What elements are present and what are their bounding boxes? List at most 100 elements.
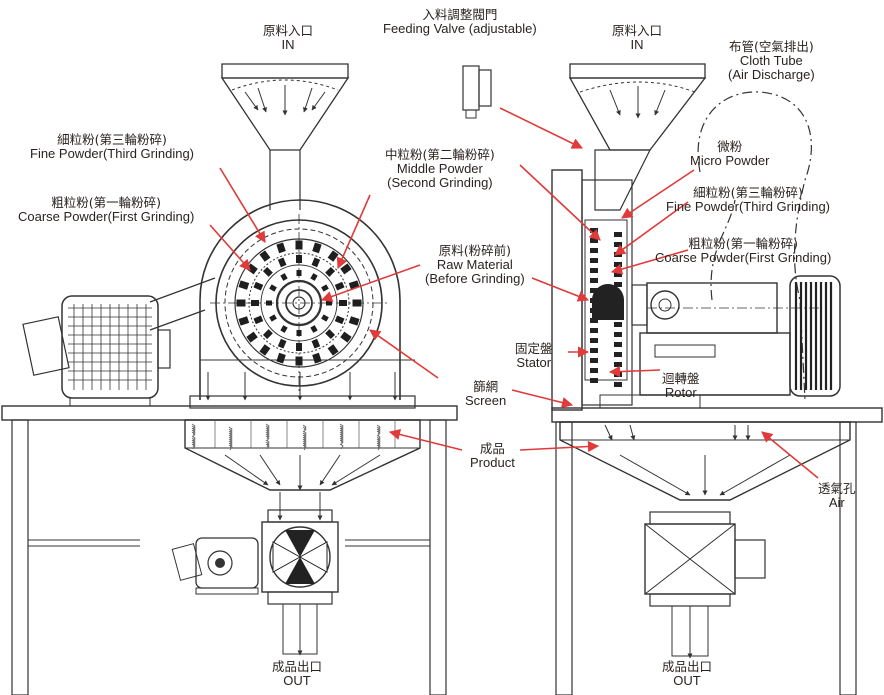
- label-out-right-zh: 成品出口: [662, 659, 713, 674]
- label-raw-en2: (Before Grinding): [425, 271, 525, 286]
- label-micro: 微粉 Micro Powder: [690, 140, 769, 168]
- arrow-fine-left: [219, 167, 266, 243]
- arrow-fine-right: [614, 201, 689, 256]
- rotor-tooth: [327, 250, 339, 262]
- rotor-tooth: [277, 338, 287, 349]
- callout-arrows: [209, 107, 819, 479]
- label-cloth-tube-en1: Cloth Tube: [739, 53, 803, 68]
- left-belt: [149, 277, 216, 331]
- label-out-right-en: OUT: [673, 673, 701, 688]
- rotor-tooth: [280, 273, 288, 281]
- rotor-tooth: [296, 270, 302, 276]
- rotor-tooth: [259, 250, 271, 262]
- label-fine-right: 細粒粉(第三輪粉碎) Fine Powder(Third Grinding): [666, 186, 830, 214]
- rotor-tooth: [296, 255, 302, 263]
- left-main-motor: [22, 295, 171, 407]
- rotor-tooth: [238, 280, 250, 290]
- rotor-tooth: [352, 299, 362, 307]
- label-raw-en1: Raw Material: [436, 257, 513, 272]
- label-raw-zh: 原料(粉碎前): [438, 243, 511, 258]
- rotor-tooth: [296, 343, 302, 351]
- left-valve-motor: [171, 537, 259, 595]
- label-fine-left-en: Fine Powder(Third Grinding): [30, 146, 195, 161]
- feeding-valve-drawing: [462, 65, 492, 119]
- rotor-tooth: [246, 331, 258, 343]
- arrow-middle-left: [336, 194, 371, 270]
- label-coarse-right: 粗粒粉(第一輪粉碎) Coarse Powder(First Grinding): [655, 237, 831, 265]
- right-bearing-housing: [599, 282, 820, 409]
- label-feeding-valve-zh: 入料調整閥門: [422, 7, 498, 22]
- label-coarse-left: 粗粒粉(第一輪粉碎) Coarse Powder(First Grinding): [18, 196, 194, 224]
- rotor-tooth: [295, 240, 303, 250]
- rotor-tooth: [253, 315, 264, 325]
- label-product-en: Product: [470, 455, 515, 470]
- label-air: 透氣孔 Air: [818, 482, 856, 510]
- arrow-coarse-left: [209, 224, 251, 271]
- rotor-tooth: [312, 242, 322, 254]
- right-inlet-hopper: [568, 63, 707, 211]
- right-product-hopper: [559, 421, 851, 659]
- left-inlet-hopper: [220, 63, 350, 210]
- arrow-raw-right: [531, 277, 590, 302]
- rotor-tooth: [310, 273, 318, 281]
- label-stator: 固定盤 Stator: [515, 342, 553, 370]
- rotor-tooth: [259, 344, 271, 356]
- label-middle-en2: (Second Grinding): [387, 175, 493, 190]
- right-stand: [551, 407, 883, 695]
- left-housing: [189, 199, 416, 409]
- rotor-tooth: [277, 257, 287, 268]
- label-rotor: 迴轉盤 Rotor: [662, 372, 700, 400]
- label-stator-en: Stator: [516, 355, 552, 370]
- arrow-product-left: [388, 429, 463, 451]
- label-out-left-en: OUT: [283, 673, 311, 688]
- label-cloth-tube-zh: 布管(空氣排出): [728, 39, 814, 54]
- label-inlet-right: 原料入口 IN: [612, 24, 662, 52]
- label-out-left: 成品出口 OUT: [272, 660, 322, 688]
- label-screen-zh: 篩網: [473, 379, 499, 394]
- label-coarse-left-zh: 粗粒粉(第一輪粉碎): [51, 195, 162, 210]
- rotor-tooth: [269, 284, 277, 292]
- cloth-tube: [697, 91, 812, 401]
- label-coarse-left-en: Coarse Powder(First Grinding): [18, 209, 195, 224]
- rotor-tooth: [238, 316, 250, 326]
- rotor-tooth: [321, 284, 329, 292]
- rotor-tooth: [276, 352, 286, 364]
- arrow-rotor: [608, 366, 661, 378]
- label-middle-zh: 中粒粉(第二輪粉碎): [385, 147, 495, 162]
- label-product-zh: 成品: [479, 441, 505, 456]
- label-inlet-left-en: IN: [281, 37, 295, 52]
- label-coarse-right-en: Coarse Powder(First Grinding): [655, 250, 832, 265]
- label-out-left-zh: 成品出口: [272, 659, 323, 674]
- label-rotor-en: Rotor: [664, 385, 697, 400]
- rotor-tooth: [348, 316, 360, 326]
- rotor-tooth: [251, 300, 259, 306]
- right-machine: [462, 63, 883, 695]
- label-micro-en: Micro Powder: [690, 153, 770, 168]
- label-cloth-tube: 布管(空氣排出) Cloth Tube (Air Discharge): [728, 40, 815, 82]
- label-fine-left: 細粒粉(第三輪粉碎) Fine Powder(Third Grinding): [30, 133, 194, 161]
- label-cloth-tube-en2: (Air Discharge): [728, 67, 815, 82]
- rotor-tooth: [340, 331, 352, 343]
- arrow-coarse-right: [610, 249, 689, 275]
- label-inlet-right-en: IN: [630, 37, 644, 52]
- rotor-tooth: [339, 300, 347, 306]
- label-middle: 中粒粉(第二輪粉碎) Middle Powder (Second Grindin…: [385, 148, 495, 190]
- label-product: 成品 Product: [470, 442, 515, 470]
- rotor-tooth: [262, 329, 273, 340]
- arrow-screen-left: [369, 329, 439, 379]
- rotor-tooth: [295, 356, 303, 366]
- label-inlet-left: 原料入口 IN: [263, 24, 313, 52]
- left-machine: [1, 63, 458, 695]
- label-fine-right-zh: 細粒粉(第三輪粉碎): [693, 185, 803, 200]
- arrow-screen-right: [511, 389, 574, 408]
- label-stator-zh: 固定盤: [515, 341, 553, 356]
- rotor-teeth: [236, 240, 362, 366]
- right-pulley: [789, 275, 841, 397]
- rotor-tooth: [266, 300, 272, 306]
- label-feeding-valve-en: Feeding Valve (adjustable): [383, 21, 537, 36]
- label-middle-en1: Middle Powder: [396, 161, 483, 176]
- rotor-tooth: [334, 281, 345, 291]
- arrow-middle-right: [519, 164, 601, 241]
- left-stand: [1, 405, 458, 695]
